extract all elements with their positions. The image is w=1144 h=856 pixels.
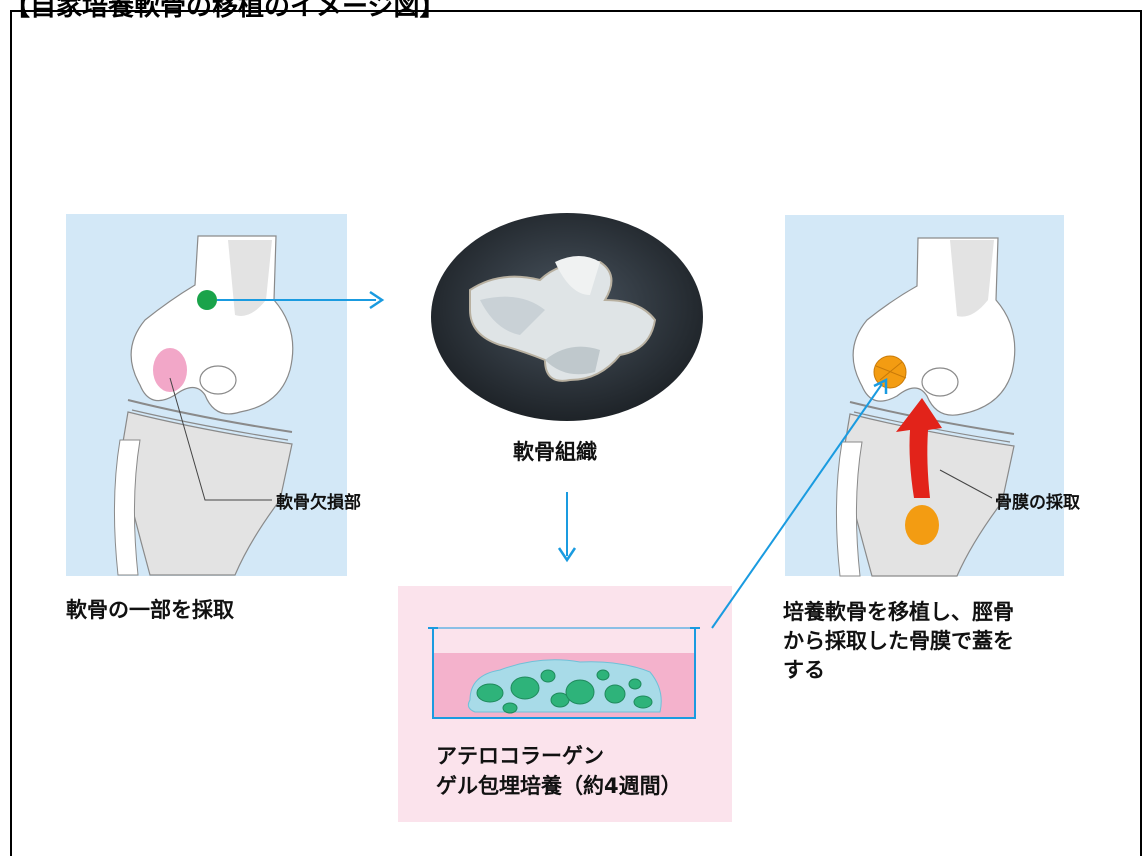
step3-line2: から採取した骨膜で蓋を [783, 629, 1014, 653]
periosteum-label: 骨膜の採取 [995, 493, 1080, 513]
tissue-label: 軟骨組織 [513, 440, 597, 464]
right-panel [785, 215, 1064, 576]
culture-line1: アテロコラーゲン [436, 744, 604, 768]
defect-label: 軟骨欠損部 [276, 493, 361, 513]
left-panel [66, 214, 347, 576]
step1-caption: 軟骨の一部を採取 [66, 598, 234, 622]
figure-frame [10, 10, 1142, 856]
step3-line3: する [783, 658, 825, 682]
step3-line1: 培養軟骨を移植し、脛骨 [783, 600, 1014, 624]
culture-line2: ゲル包埋培養（約4週間） [436, 774, 682, 798]
